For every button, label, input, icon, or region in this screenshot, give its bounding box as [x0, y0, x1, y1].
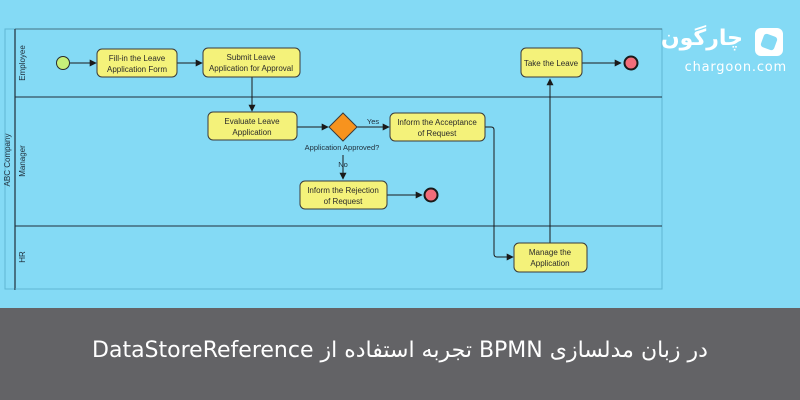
task-take-leave[interactable]: Take the Leave: [520, 47, 583, 78]
lane-label-manager: Manager: [18, 145, 27, 177]
start-event[interactable]: [56, 56, 70, 70]
gateway-label: Application Approved?: [305, 143, 380, 152]
task-inform-rejection[interactable]: Inform the Rejection of Request: [299, 180, 388, 210]
task-fill-form-line2: Application Form: [107, 65, 167, 74]
logo-url: chargoon.com: [684, 60, 787, 75]
task-evaluate[interactable]: Evaluate Leave Application: [207, 111, 298, 141]
chargoon-logo-icon: [755, 28, 783, 56]
task-inform-acceptance-line1: Inform the Acceptance: [397, 118, 477, 127]
task-submit-line2: Application for Approval: [209, 64, 293, 73]
task-manage-line2: Application: [530, 259, 569, 268]
task-manage-line1: Manage the: [529, 248, 572, 257]
logo-name-fa: چارگون: [660, 26, 743, 51]
edge-label-yes: Yes: [367, 117, 379, 126]
task-submit-line1: Submit Leave: [227, 53, 276, 62]
pool-label: ABC Company: [3, 134, 12, 187]
end-event-rejection[interactable]: [423, 187, 439, 203]
task-inform-rejection-line1: Inform the Rejection: [307, 186, 379, 195]
task-fill-form[interactable]: Fill-in the Leave Application Form: [96, 48, 178, 78]
bpmn-diagram: ABC Company Employee Manager HR Fill-in …: [3, 28, 663, 290]
task-inform-acceptance-line2: of Request: [418, 129, 457, 138]
diagram-area: ABC Company Employee Manager HR Fill-in …: [0, 0, 800, 308]
edge-label-no: No: [338, 160, 348, 169]
task-manage[interactable]: Manage the Application: [513, 242, 588, 273]
edge-accept-to-manage: [485, 126, 514, 261]
task-take-leave-label: Take the Leave: [524, 59, 579, 68]
end-event-take-leave[interactable]: [623, 55, 639, 71]
lane-label-hr: HR: [18, 251, 27, 263]
footer-title: در زبان مدلسازی BPMN تجربه استفاده از Da…: [92, 338, 708, 363]
task-fill-form-line1: Fill-in the Leave: [109, 54, 166, 63]
task-inform-rejection-line2: of Request: [324, 197, 363, 206]
task-inform-acceptance[interactable]: Inform the Acceptance of Request: [389, 112, 486, 142]
task-evaluate-line2: Application: [232, 128, 271, 137]
chargoon-logo[interactable]: چارگون chargoon.com: [661, 22, 787, 82]
footer-banner: در زبان مدلسازی BPMN تجربه استفاده از Da…: [0, 308, 800, 400]
task-submit[interactable]: Submit Leave Application for Approval: [202, 47, 301, 78]
lane-label-employee: Employee: [18, 45, 27, 81]
gateway-exclusive[interactable]: [328, 112, 358, 142]
task-evaluate-line1: Evaluate Leave: [224, 117, 280, 126]
